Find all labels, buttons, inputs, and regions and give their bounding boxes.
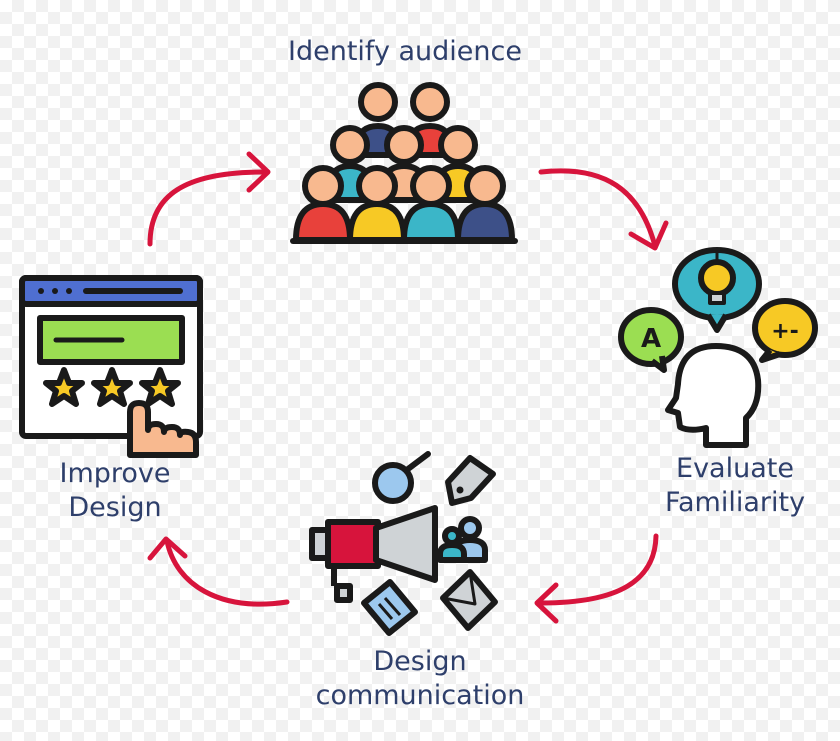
svg-text:A: A — [641, 324, 661, 354]
node-label-improve-line-1: Improve — [59, 458, 171, 489]
arrow-identify-to-evaluate — [538, 168, 658, 249]
megaphone-icon — [309, 451, 498, 636]
node-label-improve: Improve Design — [40, 457, 190, 525]
node-label-identify: Identify audience — [260, 35, 550, 69]
arrowhead-evaluate-to-communicate — [534, 582, 559, 624]
node-label-communicate: Design communication — [300, 645, 540, 713]
node-label-evaluate-line-2: Familiarity — [664, 487, 806, 518]
node-label-communicate-line-2: communication — [315, 680, 525, 711]
rating-window-icon — [19, 275, 203, 458]
node-label-identify-line-1: Identify audience — [288, 36, 522, 67]
audience-icon — [290, 82, 518, 244]
arrowhead-improve-to-identify — [246, 151, 271, 193]
svg-text:+-: +- — [771, 319, 799, 344]
arrowhead-identify-to-evaluate — [628, 220, 669, 251]
node-label-evaluate-line-1: Evaluate — [676, 453, 794, 484]
node-label-evaluate: Evaluate Familiarity — [640, 452, 830, 520]
node-label-communicate-line-1: Design — [373, 646, 467, 677]
thinking-head-icon: A +- — [618, 247, 818, 448]
arrowhead-communicate-to-improve — [147, 536, 188, 561]
arrow-evaluate-to-communicate — [538, 533, 659, 606]
arrow-communicate-to-improve — [164, 538, 290, 607]
node-label-improve-line-2: Design — [68, 492, 162, 523]
arrow-improve-to-identify — [147, 169, 267, 247]
